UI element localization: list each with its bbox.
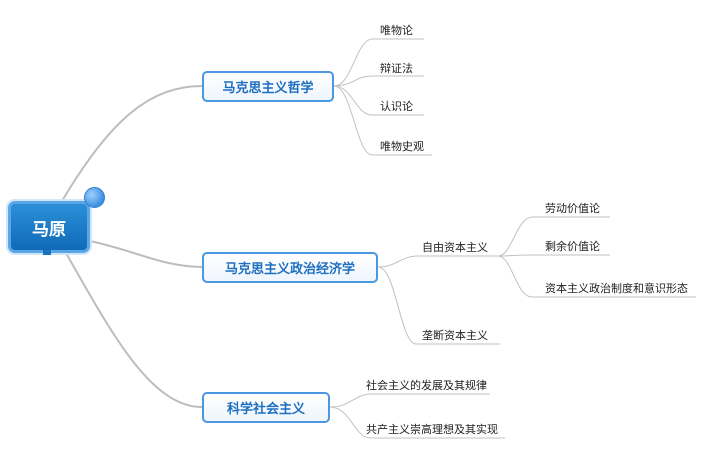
root-label: 马原 bbox=[32, 219, 66, 240]
root-node[interactable]: 马原 bbox=[8, 201, 90, 253]
leaf-monopoly-capitalism[interactable]: 垄断资本主义 bbox=[422, 329, 488, 342]
collapse-toggle-icon[interactable] bbox=[84, 187, 105, 208]
leaf-labor-theory-of-value[interactable]: 劳动价值论 bbox=[545, 202, 600, 215]
leaf-dialectics[interactable]: 辩证法 bbox=[380, 62, 413, 75]
branch-label: 科学社会主义 bbox=[226, 402, 305, 417]
connector-root-philosophy bbox=[61, 85, 203, 202]
leaf-socialist-development[interactable]: 社会主义的发展及其规律 bbox=[366, 379, 487, 392]
leaf-free-capitalism[interactable]: 自由资本主义 bbox=[422, 241, 488, 254]
leaf-capitalist-political-system[interactable]: 资本主义政治制度和意识形态 bbox=[545, 282, 688, 295]
branch-scientific-socialism[interactable]: 科学社会主义 bbox=[202, 392, 330, 423]
leaf-epistemology[interactable]: 认识论 bbox=[380, 100, 413, 113]
branch-political-economy[interactable]: 马克思主义政治经济学 bbox=[202, 252, 378, 283]
root-pointer bbox=[43, 250, 51, 255]
connector-root-economics bbox=[89, 240, 203, 268]
branch-philosophy[interactable]: 马克思主义哲学 bbox=[202, 71, 334, 102]
branch-label: 马克思主义政治经济学 bbox=[224, 262, 355, 277]
connector-root-socialism bbox=[65, 252, 203, 408]
branch-label: 马克思主义哲学 bbox=[222, 81, 314, 96]
leaf-communist-ideal[interactable]: 共产主义崇高理想及其实现 bbox=[366, 423, 498, 436]
leaf-historical-materialism[interactable]: 唯物史观 bbox=[380, 140, 424, 153]
leaf-materialism[interactable]: 唯物论 bbox=[380, 24, 413, 37]
leaf-surplus-value[interactable]: 剩余价值论 bbox=[545, 240, 600, 253]
